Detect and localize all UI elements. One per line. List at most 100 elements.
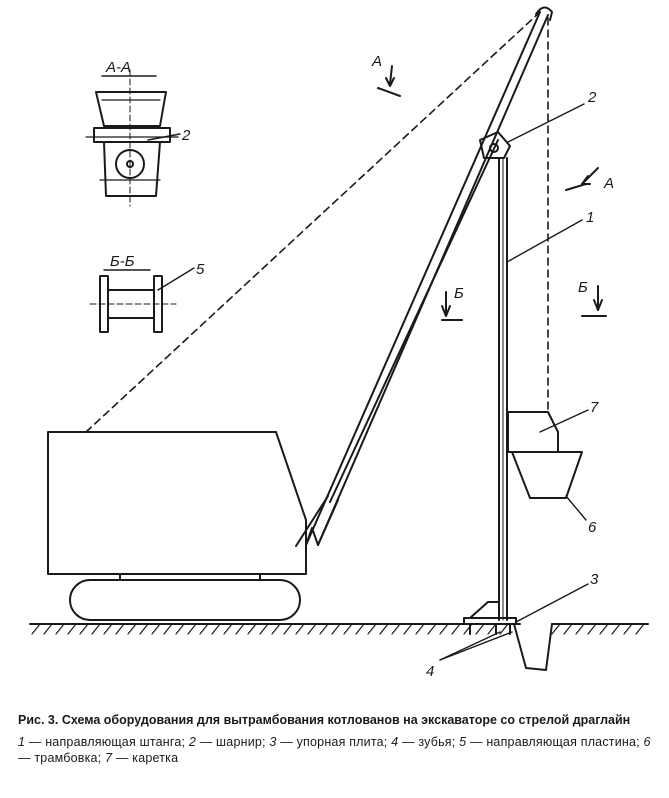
cut-marker-a-left: А [371, 53, 401, 97]
ground-hatch-line [223, 623, 233, 635]
ground-hatch-line [91, 623, 101, 635]
legend-item-text: — зубья; [398, 735, 460, 749]
cut-b-left-label: Б [454, 285, 464, 302]
ground-hatch-line [427, 623, 437, 635]
ground-hatch-line [403, 623, 413, 635]
ground-hatch-line [79, 623, 89, 635]
suspension-rope [85, 11, 541, 433]
carriage [507, 411, 559, 453]
legend-item-text: — трамбовка; [18, 751, 106, 765]
ground-hatch-line [187, 623, 197, 635]
ground-hatch-line [391, 623, 401, 635]
ground-hatch-line [115, 623, 125, 635]
legend-item-text: — каретка [112, 751, 179, 765]
ground-hatch-line [271, 623, 281, 635]
ground-hatch-line [343, 623, 353, 635]
thrust-plate [463, 601, 517, 625]
ground-hatch-line [67, 623, 77, 635]
section-bb-detail: Б-Б [89, 253, 195, 333]
cut-a-left-label: А [371, 53, 382, 70]
cut-a-right-label: А [603, 175, 614, 192]
ground-hatch-line [211, 623, 221, 635]
callout-teeth: 4 [426, 663, 434, 680]
ground-hatch-line [439, 623, 449, 635]
ground-hatch-line [319, 623, 329, 635]
ground-hatch-line [599, 623, 609, 635]
ground-hatch-line [43, 623, 53, 635]
legend-item-number: 6 [643, 735, 651, 749]
ground-hatch-line [175, 623, 185, 635]
caption-title: Рис. 3. Схема оборудования для вытрамбов… [18, 713, 631, 727]
ground-hatch-line [475, 623, 485, 635]
ground-hatch-line [295, 623, 305, 635]
legend-item: 7 — каретка [105, 751, 178, 765]
pit [513, 623, 553, 671]
callout-rammer: 6 [588, 519, 597, 536]
legend-item: 4 — зубья; [391, 735, 459, 749]
callout-carriage: 7 [590, 399, 599, 416]
legend-item: 6 — трамбовка; [18, 735, 651, 765]
ground-hatch-line [31, 623, 41, 635]
callout-hinge: 2 [587, 89, 597, 106]
ground-hatch-line [635, 623, 645, 635]
boom-head [535, 6, 553, 21]
legend-item: 5 — направляющая пластина; [459, 735, 643, 749]
legend-item-text: — упорная плита; [276, 735, 392, 749]
ground-hatch-line [587, 623, 597, 635]
legend-item: 2 — шарнир; [189, 735, 270, 749]
legend-item-text: — направляющая штанга; [25, 735, 189, 749]
ground-hatch-line [575, 623, 585, 635]
ground-hatch-line [379, 623, 389, 635]
ground-hatch-line [623, 623, 633, 635]
legend-item: 3 — упорная плита; [269, 735, 391, 749]
section-bb-title: Б-Б [110, 253, 135, 270]
callout-thrust-plate: 3 [590, 571, 599, 588]
legend-item-text: — шарнир; [196, 735, 270, 749]
ground-hatch-line [127, 623, 137, 635]
section-aa-detail: А-А [85, 59, 181, 207]
callout-guide-rod: 1 [586, 209, 594, 226]
cut-marker-b-right: Б [578, 279, 607, 317]
ground-hatch-line [487, 623, 497, 635]
ground-hatch-line [235, 623, 245, 635]
legend-item-number: 5 [459, 735, 467, 749]
ground-hatch-line [139, 623, 149, 635]
rammer [511, 451, 583, 499]
legend-item: 1 — направляющая штанга; [18, 735, 189, 749]
ground-hatch-line [331, 623, 341, 635]
legend-item-text: — направляющая пластина; [466, 735, 644, 749]
excavator-body [47, 431, 307, 575]
ground-hatch-line [259, 623, 269, 635]
ground-hatch-line [151, 623, 161, 635]
hinge [479, 131, 511, 159]
legend-item-number: 1 [18, 735, 26, 749]
ground-hatch-line [563, 623, 573, 635]
legend-item-number: 3 [269, 735, 277, 749]
guide-rod [498, 157, 508, 621]
ground-hatch-line [415, 623, 425, 635]
excavator-diagram: А А Б Б А-А Б-Б [29, 6, 649, 680]
ground-hatch-line [103, 623, 113, 635]
ground-hatch-line [247, 623, 257, 635]
ground [29, 623, 649, 635]
ground-hatch-line [451, 623, 461, 635]
ground-hatch-line [283, 623, 293, 635]
ground-hatch-line [199, 623, 209, 635]
callout-guide-plate: 5 [196, 261, 205, 278]
crawler-track [69, 573, 301, 621]
ground-hatch-line [163, 623, 173, 635]
cut-marker-a-right: А [565, 167, 614, 192]
ground-hatch-line [355, 623, 365, 635]
cut-marker-b-left: Б [441, 285, 464, 321]
cut-b-right-label: Б [578, 279, 588, 296]
legend-item-number: 2 [188, 735, 197, 749]
boom [295, 11, 549, 547]
ground-hatch-line [55, 623, 65, 635]
callout-leaders [439, 103, 589, 661]
callout-hinge-section: 2 [181, 127, 191, 144]
ground-hatch-line [611, 623, 621, 635]
ground-hatch-line [367, 623, 377, 635]
ground-hatch-line [551, 623, 561, 635]
legend-item-number: 7 [105, 751, 113, 765]
legend-item-number: 4 [391, 735, 399, 749]
